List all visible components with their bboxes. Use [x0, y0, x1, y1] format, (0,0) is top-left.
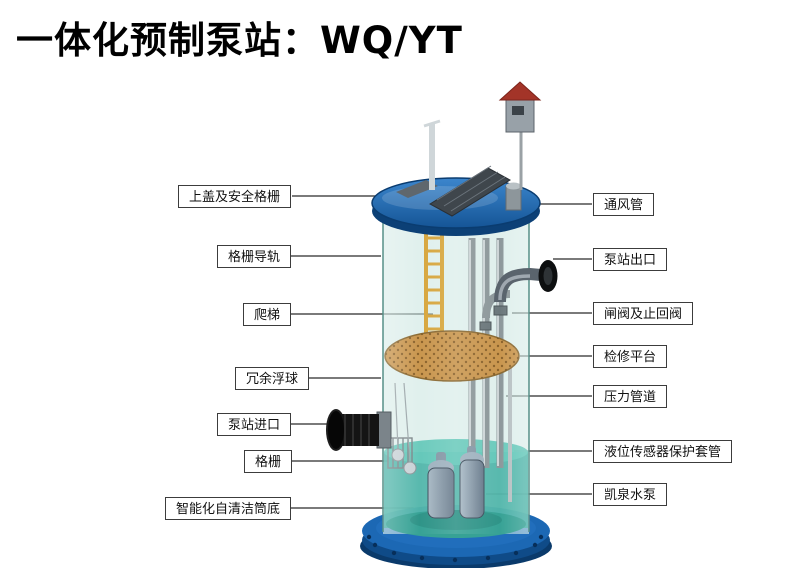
label-grille: 格栅: [243, 450, 292, 473]
inlet-pipe: [326, 409, 392, 451]
label-vent-pipe: 通风管: [593, 193, 655, 216]
guide-pipe: [423, 119, 441, 190]
label-maintenance-platform: 检修平台: [593, 345, 668, 368]
solar-panel: [429, 165, 511, 217]
label-redundant-float: 冗余浮球: [234, 367, 309, 390]
page-title: 一体化预制泵站：WQ/YT: [16, 19, 463, 62]
access-hatch: [396, 180, 438, 198]
label-top-cover-safety-grille: 上盖及安全格栅: [177, 185, 291, 208]
label-pressure-pipe: 压力管道: [593, 385, 668, 408]
label-level-sensor-sleeve: 液位传感器保护套管: [593, 440, 733, 463]
flange-bolts: [366, 534, 544, 563]
label-gate-check-valve: 闸阀及止回阀: [593, 302, 694, 325]
control-cabinet: [498, 81, 542, 190]
glass-sheen: [382, 216, 530, 534]
outlet-pipe: [494, 260, 558, 303]
ventilation-pipe: [505, 182, 522, 211]
label-kaiquan-pump: 凯泉水泵: [593, 483, 668, 506]
label-self-cleaning-bottom: 智能化自清洁筒底: [164, 497, 291, 520]
lid-equipment: [396, 81, 542, 217]
label-ladder: 爬梯: [242, 303, 291, 326]
label-pump-outlet: 泵站出口: [593, 248, 668, 271]
label-grille-guide-rail: 格栅导轨: [216, 245, 291, 268]
label-pump-inlet: 泵站进口: [216, 413, 291, 436]
